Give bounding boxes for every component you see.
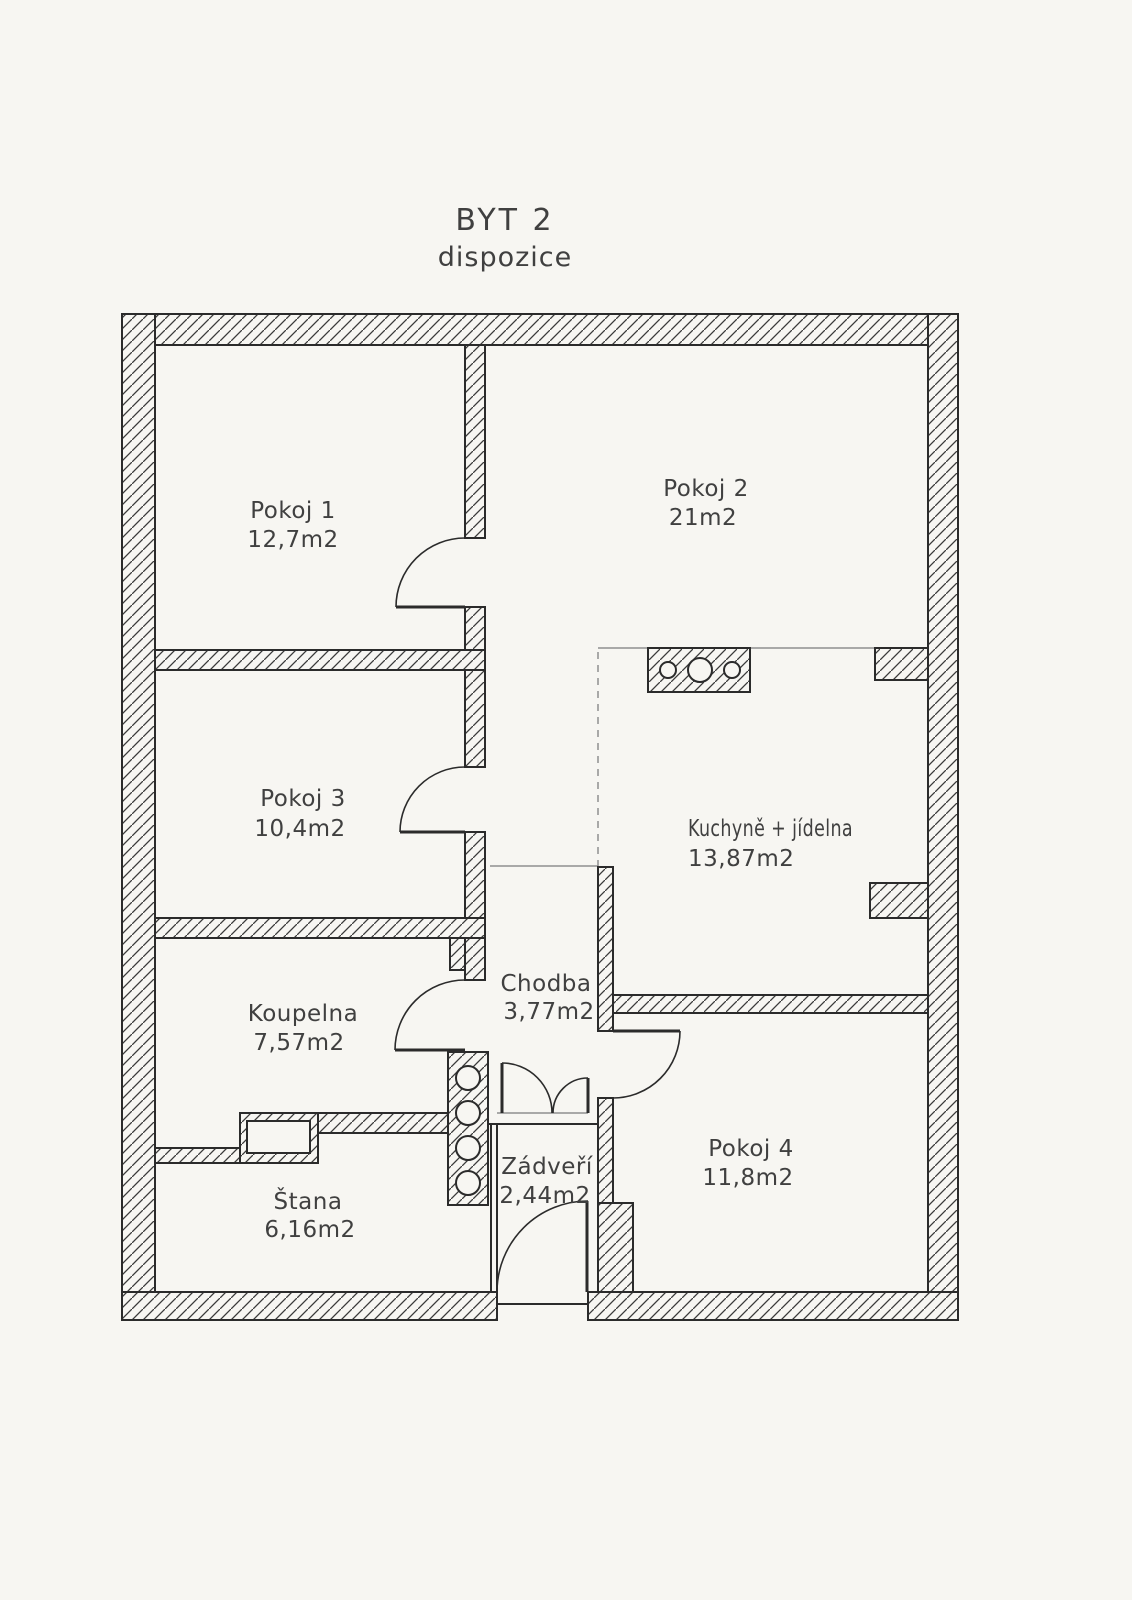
- doors: [394, 537, 681, 1293]
- walls: [121, 313, 959, 1321]
- wall-chodba-kuchyne: [597, 866, 614, 1032]
- burner-icon: [723, 661, 741, 679]
- title-block: BYT 2 dispozice: [438, 203, 573, 273]
- pipe-icon: [455, 1170, 481, 1196]
- pipe-icon: [455, 1065, 481, 1091]
- wall-stub-kitchen-right: [869, 882, 929, 919]
- room-area: 10,4m2: [254, 816, 345, 842]
- plan-title: BYT 2: [455, 203, 554, 238]
- wall-stana-zadveri-divider: [490, 1123, 498, 1293]
- wall-chodba-pokoj4-lower: [597, 1097, 614, 1204]
- room-name: Pokoj 1: [250, 498, 336, 524]
- fixtures: [246, 647, 751, 1206]
- burner-icon: [687, 657, 713, 683]
- wall-stub-kitchen-top: [874, 647, 929, 681]
- wall-pokoj3-lower: [464, 831, 486, 919]
- room-label-pokoj1: Pokoj 1 12,7m2: [247, 498, 338, 553]
- wall-pokoj3-upper: [464, 669, 486, 768]
- door-arc-koupelna: [394, 979, 466, 1051]
- room-area: 2,44m2: [499, 1183, 590, 1209]
- outer-wall-top: [121, 313, 959, 346]
- wall-zadveri-right-block: [597, 1202, 634, 1293]
- room-area: 13,87m2: [688, 846, 794, 872]
- niche-box: [246, 1120, 311, 1154]
- room-name: Zádveří: [501, 1154, 593, 1180]
- room-area: 7,57m2: [253, 1030, 344, 1056]
- room-name: Pokoj 3: [260, 786, 346, 812]
- room-name: Štana: [274, 1187, 343, 1215]
- door-arc-pokoj3: [399, 766, 466, 833]
- door-arc-zadveri-left: [501, 1062, 553, 1114]
- room-label-pokoj4: Pokoj 4 11,8m2: [702, 1136, 793, 1191]
- door-arc-entry: [496, 1200, 589, 1293]
- room-label-koupelna: Koupelna 7,57m2: [248, 1001, 358, 1056]
- wall-koupelna-chodba: [464, 937, 486, 981]
- room-label-stana: Štana 6,16m2: [264, 1187, 355, 1243]
- plumbing-shaft: [447, 1051, 489, 1206]
- wall-pokoj1-pokoj2-lower: [464, 606, 486, 651]
- wall-pokoj1-pokoj3: [154, 649, 486, 671]
- wall-pokoj1-pokoj2-upper: [464, 344, 486, 539]
- wall-koupelna-stana-left: [154, 1147, 241, 1164]
- room-label-zadveri: Zádveří 2,44m2: [499, 1154, 593, 1209]
- wall-koupelna-stana-right: [317, 1112, 449, 1134]
- room-area: 11,8m2: [702, 1165, 793, 1191]
- room-area: 6,16m2: [264, 1217, 355, 1243]
- room-label-kuchyne: Kuchyně + jídelna 13,87m2: [688, 816, 853, 872]
- room-area: 3,77m2: [503, 999, 594, 1025]
- room-name: Koupelna: [248, 1001, 358, 1027]
- room-label-chodba: Chodba 3,77m2: [500, 971, 594, 1025]
- plan-subtitle: dispozice: [438, 242, 573, 273]
- burner-icon: [659, 661, 677, 679]
- room-name: Pokoj 4: [708, 1136, 794, 1162]
- wall-koupelna-step: [449, 937, 466, 971]
- pipe-icon: [455, 1100, 481, 1126]
- pipe-icon: [455, 1135, 481, 1161]
- room-name: Chodba: [500, 971, 591, 997]
- outer-wall-bottom-left: [121, 1291, 498, 1321]
- outer-wall-left: [121, 313, 156, 1321]
- room-name: Kuchyně + jídelna: [688, 816, 853, 842]
- room-label-pokoj3: Pokoj 3 10,4m2: [254, 786, 345, 842]
- room-area: 12,7m2: [247, 527, 338, 553]
- outer-wall-bottom-right: [587, 1291, 959, 1321]
- room-name: Pokoj 2: [663, 476, 749, 502]
- room-label-pokoj2: Pokoj 2 21m2: [663, 476, 749, 531]
- room-labels: Pokoj 1 12,7m2 Pokoj 2 21m2 Pokoj 3 10,4…: [247, 476, 853, 1243]
- outer-wall-right: [927, 313, 959, 1321]
- wall-pokoj3-koupelna: [154, 917, 486, 939]
- door-arc-pokoj4: [612, 1030, 681, 1099]
- door-arc-zadveri-right: [552, 1077, 589, 1114]
- door-arc-pokoj1: [395, 537, 466, 608]
- stove-icon: [647, 647, 751, 693]
- wall-kuchyne-pokoj4: [612, 994, 929, 1014]
- room-area: 21m2: [669, 505, 737, 531]
